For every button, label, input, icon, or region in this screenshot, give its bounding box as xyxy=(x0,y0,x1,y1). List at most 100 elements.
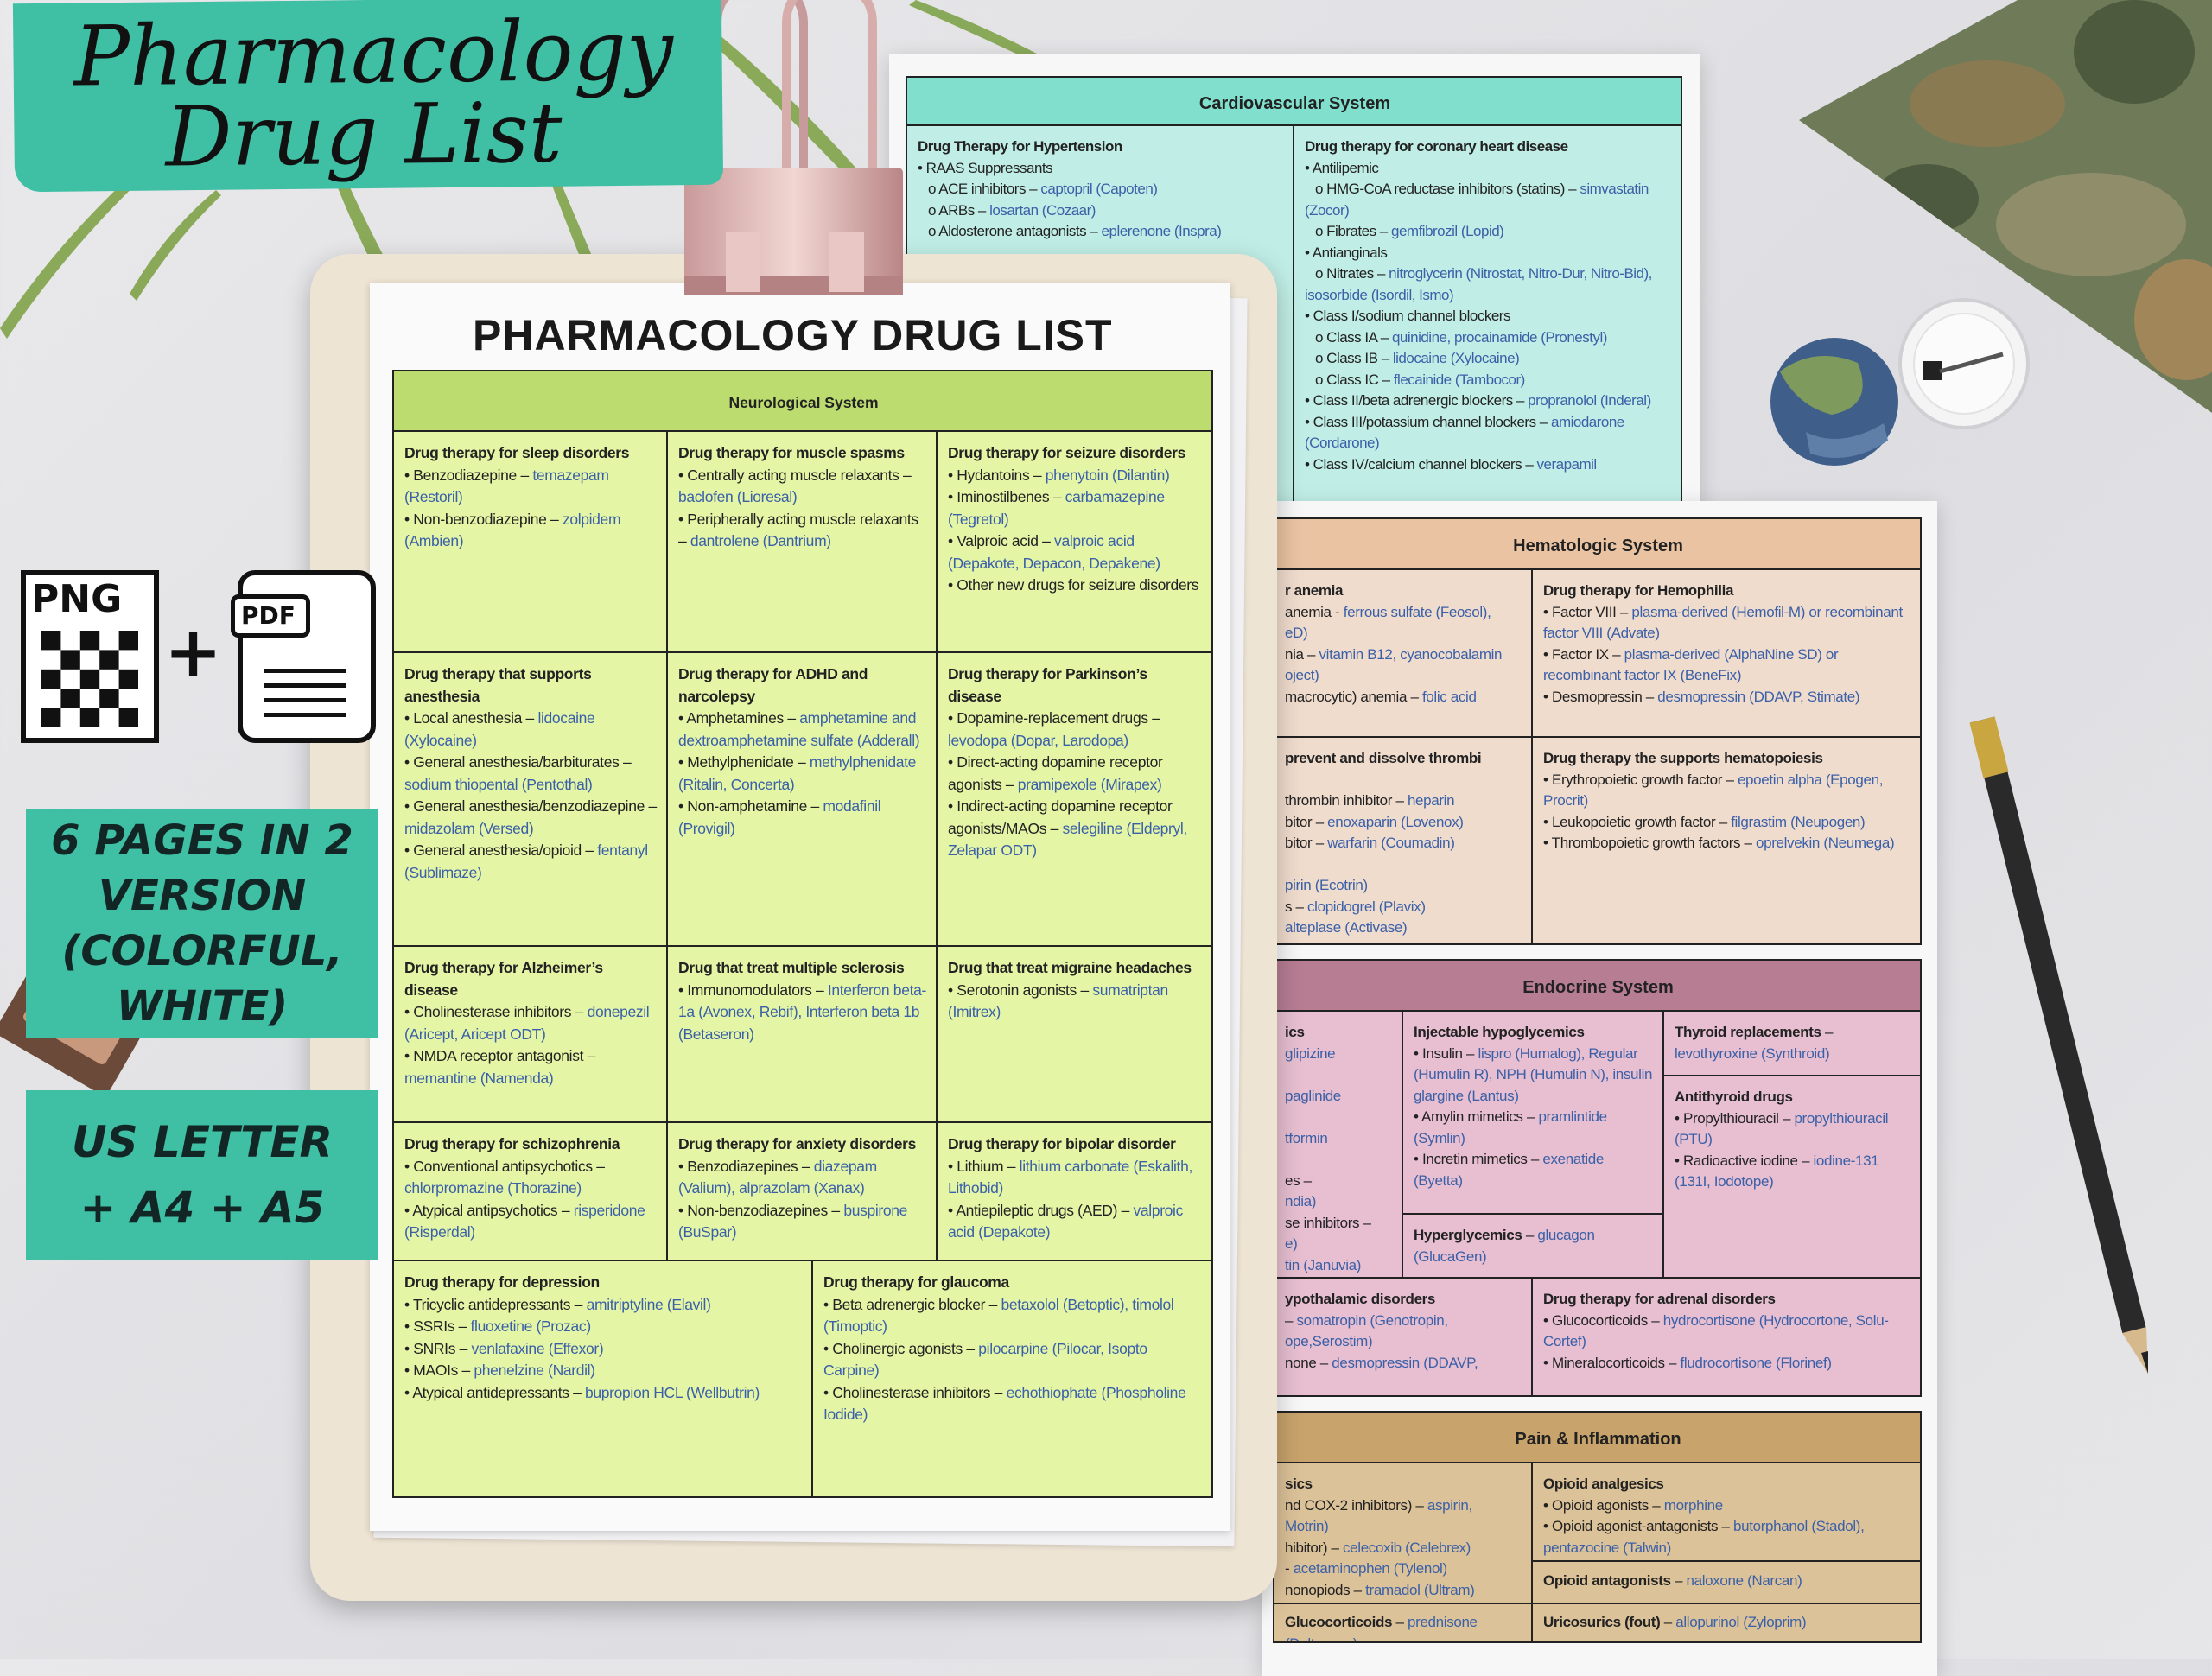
drug-name: zolpidem (Ambien) xyxy=(404,510,621,550)
drug-class: – xyxy=(1670,1572,1687,1589)
drug-name: hydrocortisone (Hydrocortone, Solu-Corte… xyxy=(1543,1311,1889,1350)
drug-name: chlorpromazine (Thorazine) xyxy=(404,1179,582,1197)
drug-line: • Cholinesterase inhibitors – echothioph… xyxy=(823,1382,1203,1426)
drug-line: eD) xyxy=(1285,623,1522,644)
drug-line: Drug therapy for coronary heart disease xyxy=(1305,136,1672,158)
drug-class: se inhibitors – xyxy=(1285,1214,1371,1231)
drug-line: • Desmopressin – desmopressin (DDAVP, St… xyxy=(1543,687,1911,708)
drug-name: pramlintide (Symlin) xyxy=(1414,1108,1607,1146)
drug-name: sodium thiopental (Pentothal) xyxy=(404,775,593,793)
drug-name: epoetin alpha (Epogen, Procrit) xyxy=(1543,771,1884,809)
drug-class: • Radioactive iodine – xyxy=(1675,1152,1814,1169)
drug-line: Drug therapy for schizophrenia xyxy=(404,1133,658,1156)
drug-name: donepezil (Aricept, Aricept ODT) xyxy=(404,1003,650,1043)
drug-line: Opioid antagonists – naloxone (Narcan) xyxy=(1543,1571,1911,1592)
drug-line: • Hydantoins – phenytoin (Dilantin) xyxy=(948,465,1203,487)
drug-class: – xyxy=(1821,1024,1834,1040)
drug-line: • RAAS Suppressants xyxy=(918,158,1284,180)
category-heading: Uricosurics (fout) xyxy=(1543,1614,1661,1630)
endo-drug-cell: Injectable hypoglycemics• Insulin – lisp… xyxy=(1402,1010,1664,1215)
drug-name: lithium carbonate (Eskalith, Lithobid) xyxy=(948,1157,1192,1197)
drug-line: • Propylthiouracil – propylthiouracil (P… xyxy=(1675,1108,1911,1151)
drug-line: • General anesthesia/opioid – fentanyl (… xyxy=(404,840,658,884)
drug-line: Drug therapy for Parkinson’s disease xyxy=(948,663,1203,708)
drug-line: • Benzodiazepines – diazepam (Valium), a… xyxy=(678,1156,927,1200)
drug-name: memantine (Namenda) xyxy=(404,1069,554,1087)
pdf-tag xyxy=(231,594,310,638)
drug-name: ferrous sulfate (Feosol), xyxy=(1343,603,1491,620)
drug-class: o Class IA – xyxy=(1315,328,1392,346)
drug-line xyxy=(1285,1064,1393,1086)
drug-line: • Erythropoietic growth factor – epoetin… xyxy=(1543,770,1911,812)
drug-line: o Class IA – quinidine, procainamide (Pr… xyxy=(1305,327,1672,349)
category-heading: Drug therapy that supports anesthesia xyxy=(404,665,592,705)
category-heading: Drug Therapy for Hypertension xyxy=(918,138,1122,155)
drug-class: • Class I/sodium channel blockers xyxy=(1305,308,1510,324)
drug-name: plasma-derived (Hemofil-M) or recombinan… xyxy=(1543,603,1903,642)
neuro-drug-cell: Drug therapy for muscle spasms• Centrall… xyxy=(666,430,938,653)
drug-line: Drug therapy for glaucoma xyxy=(823,1272,1203,1294)
drug-class: • Other new drugs for seizure disorders xyxy=(948,576,1199,594)
drug-class: • Amylin mimetics – xyxy=(1414,1108,1539,1125)
title-banner: Pharmacology Drug List xyxy=(12,0,724,193)
drug-name: flecainide (Tambocor) xyxy=(1393,371,1526,388)
drug-line: nd COX-2 inhibitors) – aspirin, xyxy=(1285,1495,1522,1517)
drug-class: • Thrombopoietic growth factors – xyxy=(1543,835,1757,851)
category-heading: Antithyroid drugs xyxy=(1675,1089,1793,1105)
drug-name: fluoxetine (Prozac) xyxy=(470,1317,592,1335)
neuro-drug-cell: Drug therapy for schizophrenia• Conventi… xyxy=(392,1121,668,1261)
plus-icon: + xyxy=(164,612,223,692)
category-heading: Drug therapy for adrenal disorders xyxy=(1543,1291,1776,1307)
hema-section-header: Hematologic System xyxy=(1273,517,1922,570)
drug-line: oject) xyxy=(1285,665,1522,687)
category-heading: Drug therapy for coronary heart disease xyxy=(1305,138,1568,155)
drug-class: • Cholinesterase inhibitors – xyxy=(404,1003,588,1020)
drug-name: phenelzine (Nardil) xyxy=(474,1362,595,1379)
category-heading: Hyperglycemics xyxy=(1414,1227,1522,1243)
drug-name: selegiline (Eldepryl, Zelapar ODT) xyxy=(948,819,1187,860)
drug-class: • Beta adrenergic blocker – xyxy=(823,1295,1001,1313)
drug-name: tramadol (Ultram) xyxy=(1365,1581,1475,1598)
drug-name: losartan (Cozaar) xyxy=(989,201,1096,219)
drug-name: echothiophate (Phospholine Iodide) xyxy=(823,1383,1186,1424)
drug-class: • Centrally acting muscle relaxants – xyxy=(678,466,912,484)
drug-line: ypothalamic disorders xyxy=(1285,1289,1522,1311)
drug-line: • Non-benzodiazepine – zolpidem (Ambien) xyxy=(404,509,658,553)
drug-line: • Class III/potassium channel blockers –… xyxy=(1305,412,1672,454)
cardio-drug-cell: Drug therapy for coronary heart disease •… xyxy=(1293,124,1682,530)
drug-class: • Class IV/calcium channel blockers – xyxy=(1305,455,1537,473)
category-heading: Drug therapy for bipolar disorder xyxy=(948,1135,1176,1152)
drug-line: • Insulin – lispro (Humalog), Regular (H… xyxy=(1414,1044,1654,1108)
drug-line: • Mineralocorticoids – fludrocortisone (… xyxy=(1543,1353,1911,1374)
drug-line: anemia - ferrous sulfate (Feosol), xyxy=(1285,602,1522,624)
drug-name: valproic acid (Depakote) xyxy=(948,1201,1183,1241)
drug-name: alteplase (Activase) xyxy=(1285,919,1408,936)
category-heading: ics xyxy=(1285,1024,1305,1040)
drug-line: • Factor VIII – plasma-derived (Hemofil-… xyxy=(1543,602,1911,644)
drug-line: Drug therapy for muscle spasms xyxy=(678,442,927,465)
drug-line: • Valproic acid – valproic acid (Depakot… xyxy=(948,530,1203,575)
drug-line: paglinide xyxy=(1285,1086,1393,1108)
drug-name: gemfibrozil (Lopid) xyxy=(1391,223,1504,239)
drug-name: betaxolol (Betoptic), timolol (Timoptic) xyxy=(823,1295,1174,1336)
drug-line: • Opioid agonists – morphine xyxy=(1543,1495,1911,1517)
drug-class: • General anesthesia/opioid – xyxy=(404,841,598,859)
drug-class: • Lithium – xyxy=(948,1157,1020,1175)
drug-class: nd COX-2 inhibitors) – xyxy=(1285,1496,1427,1514)
drug-name: somatropin (Genotropin, xyxy=(1296,1311,1448,1329)
drug-class: • Antianginals xyxy=(1305,244,1388,261)
drug-line: Glucocorticoids – prednisone (Deltasone) xyxy=(1285,1612,1522,1641)
drug-line: o HMG-CoA reductase inhibitors (statins)… xyxy=(1305,179,1672,221)
drug-line: Drug therapy for adrenal disorders xyxy=(1543,1289,1911,1311)
drug-line: Uricosurics (fout) – allopurinol (Zylopr… xyxy=(1543,1612,1911,1634)
drug-line: • Methylphenidate – methylphenidate (Rit… xyxy=(678,752,927,796)
drug-name: desmopressin (DDAVP, Stimate) xyxy=(1657,688,1860,705)
drug-class: • General anesthesia/benzodiazepine – xyxy=(404,797,657,815)
drug-line: • Atypical antidepressants – bupropion H… xyxy=(404,1382,803,1405)
drug-name: venlafaxine (Effexor) xyxy=(471,1339,604,1357)
category-heading: Drug therapy for Hemophilia xyxy=(1543,582,1734,599)
neuro-section-header: Neurological System xyxy=(392,370,1213,432)
